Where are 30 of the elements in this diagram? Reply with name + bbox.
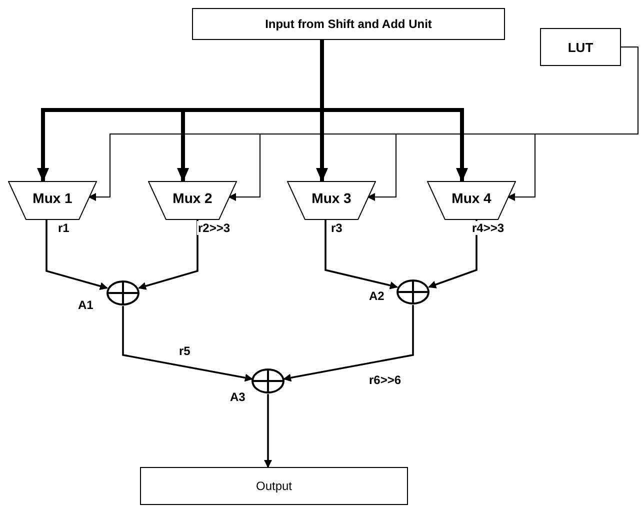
arrow — [138, 220, 198, 290]
arrow — [122, 306, 253, 382]
multiplexer-symbol — [287, 181, 376, 220]
multiplexer-label: Mux 3 — [312, 190, 352, 206]
multiplexer-label: Mux 4 — [452, 190, 492, 206]
arrow — [264, 394, 272, 468]
adder-symbol — [251, 368, 285, 394]
multiplexer-label: Mux 2 — [172, 190, 212, 206]
multiplexer-symbol — [148, 181, 237, 220]
arrow — [283, 305, 414, 382]
arrow — [46, 220, 108, 290]
edge-label: r3 — [330, 221, 344, 235]
adder-label: A2 — [369, 289, 384, 303]
multiplexer-label: Mux 1 — [32, 190, 72, 206]
adder-label: A3 — [230, 390, 246, 404]
multiplexer-symbol — [427, 181, 516, 220]
input-box: Input from Shift and Add Unit — [192, 8, 505, 40]
adder-symbol — [106, 280, 140, 306]
lut-box: LUT — [540, 28, 621, 66]
arrow — [324, 220, 398, 290]
multiplexer-symbol — [8, 181, 97, 220]
adder-label: A1 — [78, 298, 94, 312]
edge-label: r6>>6 — [368, 373, 402, 387]
edge-label: r2>>3 — [197, 221, 232, 235]
output-box: Output — [140, 467, 408, 505]
edge-label: r1 — [57, 221, 70, 235]
arrow — [507, 46, 638, 201]
edge-label: r4>>3 — [471, 221, 506, 235]
adder-symbol — [396, 279, 430, 305]
edge-label: r5 — [178, 344, 192, 358]
